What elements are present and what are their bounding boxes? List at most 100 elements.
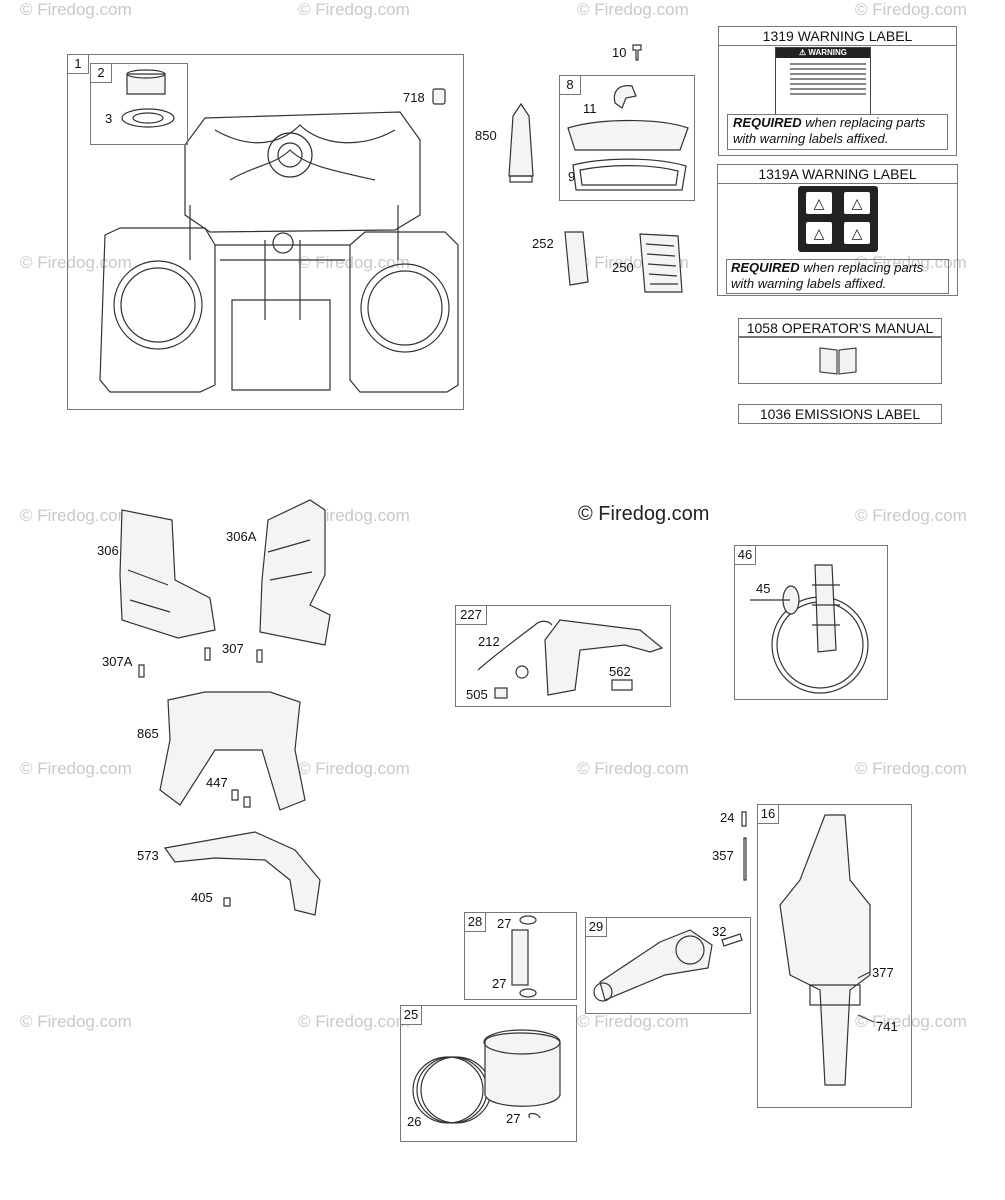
fire-hazard-icon: △ — [844, 192, 870, 214]
screw-drawing — [256, 649, 263, 663]
camshaft-drawing — [814, 564, 837, 653]
connecting-rod-box — [585, 917, 751, 1014]
required-notice-line2: with warning labels affixed. — [731, 276, 887, 291]
key-drawing — [741, 811, 747, 827]
screw-drawing — [223, 897, 231, 907]
part-number: 718 — [403, 90, 425, 105]
required-notice-box — [727, 114, 948, 150]
watermark: © Firedog.com — [577, 0, 689, 19]
item-number: 16 — [757, 804, 779, 824]
required-keyword: REQUIRED — [731, 260, 800, 275]
screw-drawing — [138, 664, 145, 678]
part-number: 252 — [532, 236, 554, 251]
part-number: 11 — [583, 101, 597, 116]
operators-manual-card — [738, 336, 942, 384]
part-number: 3 — [105, 111, 113, 126]
dowel-pin-drawing — [432, 88, 446, 105]
baffle-plate-drawing — [159, 691, 306, 811]
retainer-clip-drawing — [528, 1112, 541, 1119]
required-keyword: REQUIRED — [733, 115, 802, 130]
governor-lever-drawing — [544, 619, 664, 696]
center-watermark: © Firedog.com — [578, 503, 710, 525]
manual-book-icon — [818, 344, 858, 376]
part-number: 850 — [475, 128, 497, 143]
item-number: 25 — [400, 1005, 422, 1025]
bolt-drawing — [721, 933, 743, 947]
spark-arrestor-drawing — [564, 231, 589, 286]
screw-drawing — [632, 44, 642, 61]
operators-manual-title: 1058 OPERATOR'S MANUAL — [738, 318, 942, 338]
required-notice-box — [726, 259, 949, 294]
watermark: © Firedog.com — [298, 253, 410, 272]
watermark: © Firedog.com — [298, 506, 410, 525]
governor-box — [455, 605, 671, 707]
warning-pictogram-sticker: △ △ △ △ — [798, 186, 878, 252]
governor-spring-drawing — [477, 620, 553, 671]
required-notice: REQUIRED when replacing parts — [731, 260, 923, 276]
part-number: 32 — [712, 924, 727, 939]
item-number: 227 — [455, 605, 487, 625]
warning-sticker-title: WARNING — [808, 48, 848, 57]
item-number: 28 — [464, 912, 486, 932]
item-number: 46 — [734, 545, 756, 565]
part-number: 447 — [206, 775, 228, 790]
screw-drawing — [231, 789, 239, 801]
part-number: 306 — [97, 543, 119, 558]
watermark: © Firedog.com — [20, 506, 132, 525]
part-number: 45 — [756, 581, 771, 596]
part-number: 212 — [478, 634, 500, 649]
part-number: 357 — [712, 848, 734, 863]
part-number: 865 — [137, 726, 159, 741]
part-number: 307A — [102, 654, 133, 669]
watermark: © Firedog.com — [577, 759, 689, 778]
part-number: 307 — [222, 641, 244, 656]
breather-tube-drawing — [613, 85, 637, 109]
part-number: 27 — [506, 1111, 521, 1126]
watermark: © Firedog.com — [20, 759, 132, 778]
warning-label-1319-title: 1319 WARNING LABEL — [718, 26, 957, 46]
required-text: when replacing parts — [801, 115, 926, 130]
breather-gasket-drawing — [572, 158, 687, 191]
air-guide-drawing — [163, 831, 321, 916]
part-number: 306A — [226, 529, 257, 544]
oil-seal-drawing — [121, 108, 175, 128]
watermark: © Firedog.com — [298, 759, 410, 778]
item-number: 2 — [90, 63, 112, 83]
piston-pin-drawing — [511, 929, 529, 986]
part-number: 562 — [609, 664, 631, 679]
watermark: © Firedog.com — [577, 1012, 689, 1031]
watermark: © Firedog.com — [298, 1012, 410, 1031]
warning-label-1319a-title: 1319A WARNING LABEL — [717, 164, 958, 184]
required-text: when replacing parts — [799, 260, 924, 275]
nut-drawing — [494, 687, 508, 699]
warning-sticker: ⚠ WARNING — [775, 47, 871, 115]
connecting-rod-drawing — [599, 929, 713, 1001]
hot-surface-icon: △ — [806, 192, 832, 214]
watermark: © Firedog.com — [20, 0, 132, 19]
part-number: 405 — [191, 890, 213, 905]
required-notice-line2: with warning labels affixed. — [733, 131, 889, 146]
camshaft-box — [734, 545, 888, 700]
required-notice: REQUIRED when replacing parts — [733, 115, 925, 131]
pin-drawing — [743, 837, 747, 881]
engine-block-drawing — [99, 111, 459, 393]
bushing-drawing — [126, 73, 166, 95]
rotating-parts-icon: △ — [806, 222, 832, 244]
breather-cover-drawing — [567, 119, 689, 151]
crankshaft-box — [757, 804, 912, 1108]
part-number: 10 — [612, 45, 627, 60]
cylinder-baffle-left-drawing — [119, 509, 216, 639]
screw-drawing — [243, 796, 251, 808]
part-number: 9 — [568, 169, 576, 184]
engine-block-box — [67, 54, 464, 410]
piston-box — [400, 1005, 577, 1142]
cylinder-baffle-right-drawing — [259, 499, 331, 646]
part-number: 573 — [137, 848, 159, 863]
part-number: 741 — [876, 1019, 898, 1034]
sealant-tube-drawing — [508, 102, 534, 177]
part-number: 377 — [872, 965, 894, 980]
crankshaft-drawing — [779, 814, 871, 1086]
watermark: © Firedog.com — [855, 506, 967, 525]
part-number: 505 — [466, 687, 488, 702]
